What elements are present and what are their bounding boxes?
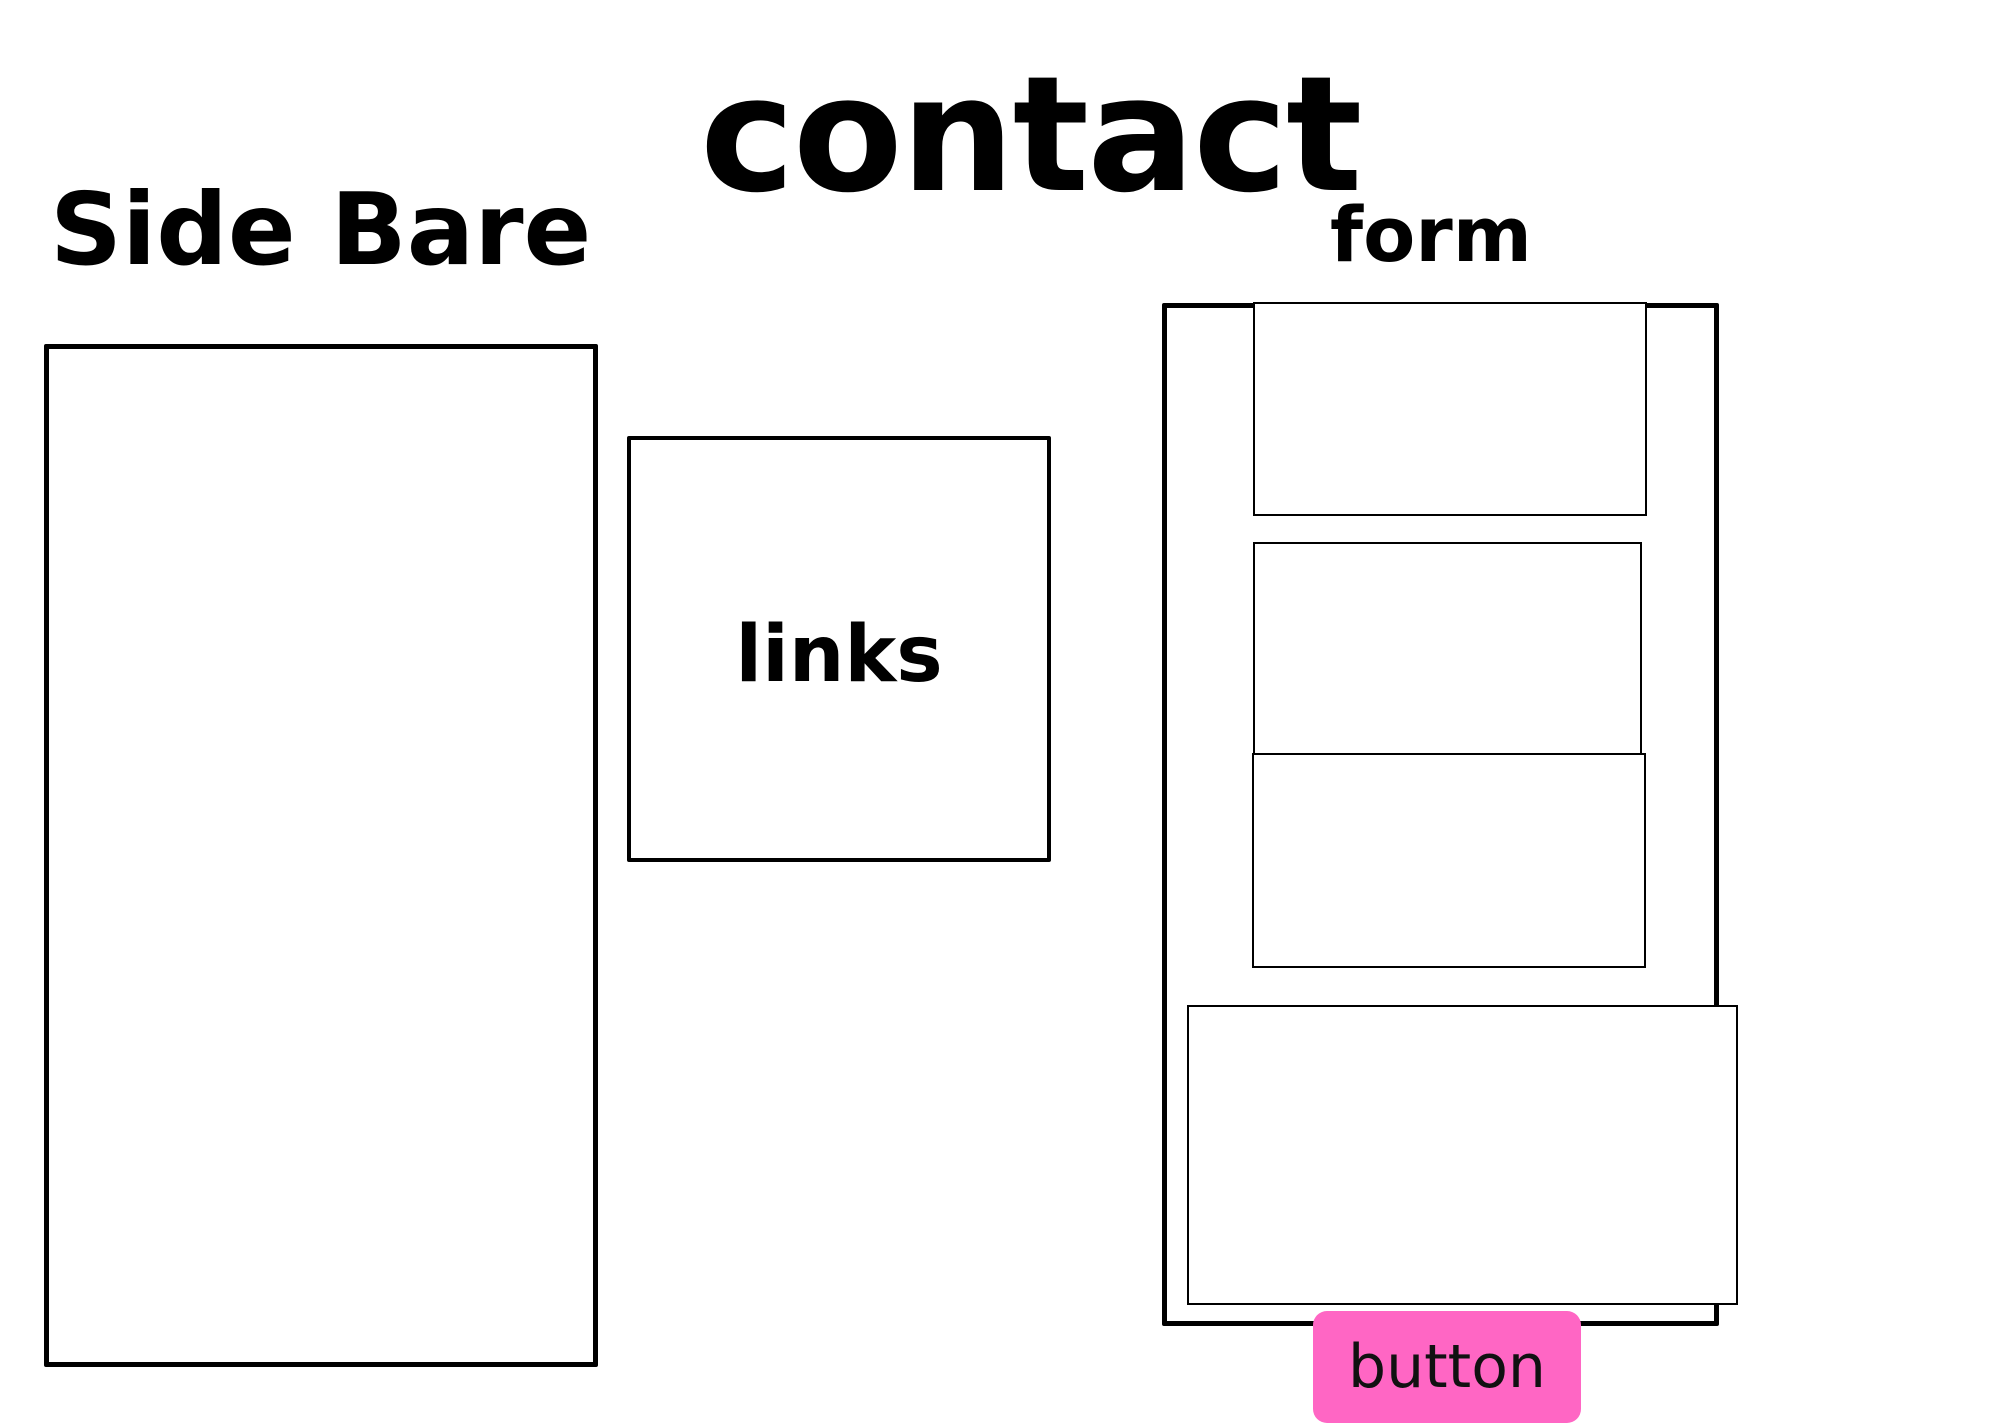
form-field-3[interactable] [1252, 753, 1646, 968]
form-message-field[interactable] [1187, 1005, 1738, 1305]
links-label: links [735, 610, 943, 700]
form-field-1[interactable] [1253, 302, 1647, 516]
form-field-2[interactable] [1253, 542, 1642, 756]
sidebar-panel [44, 344, 598, 1367]
page-title: contact [700, 41, 1362, 228]
submit-button[interactable]: button [1313, 1311, 1581, 1423]
links-panel[interactable] [627, 436, 1051, 862]
sidebar-title: Side Bare [50, 171, 592, 288]
form-title: form [1330, 190, 1532, 279]
